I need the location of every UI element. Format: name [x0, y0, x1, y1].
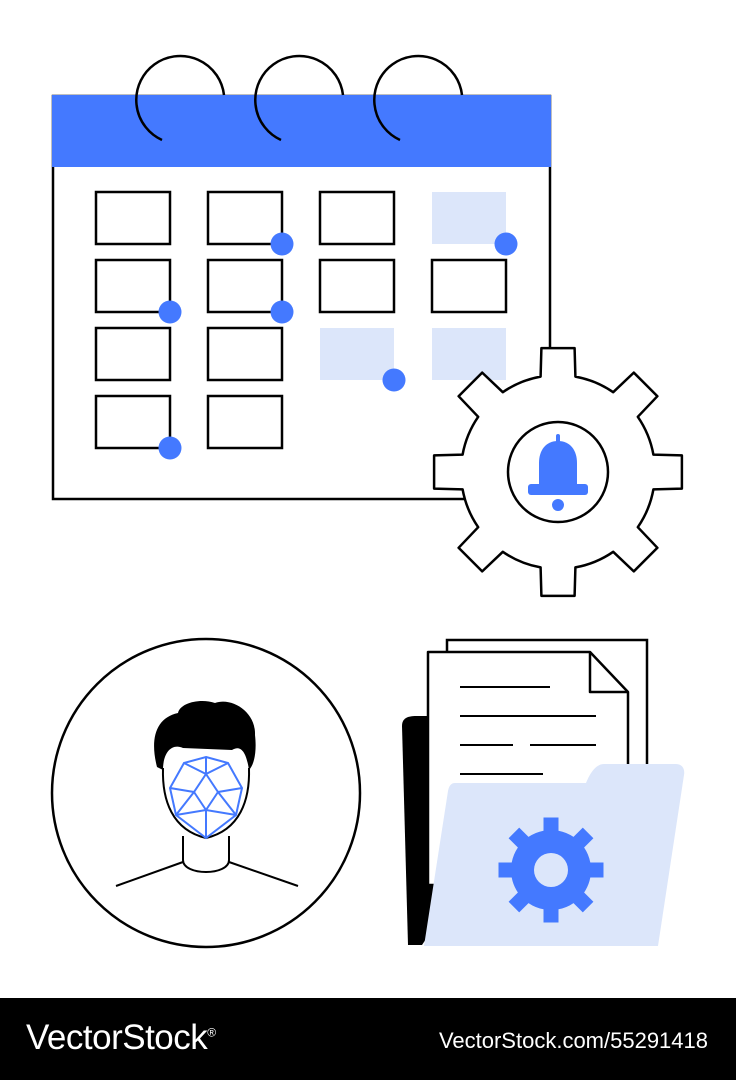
calendar-day-cell [430, 258, 508, 314]
calendar-grid [94, 190, 518, 460]
gear-icon [432, 346, 684, 598]
bell-icon [528, 434, 588, 511]
calendar-event-dot [158, 300, 182, 324]
calendar-day-cell [206, 326, 284, 382]
settings-gear-icon [498, 817, 604, 923]
calendar-day-cell [320, 328, 394, 380]
calendar-day-cell [432, 192, 506, 244]
calendar-day-cell [94, 326, 172, 382]
calendar-ring-3 [373, 54, 464, 142]
folder-icon [402, 638, 685, 946]
vectorstock-logo: VectorStock® [26, 1018, 216, 1058]
calendar-event-dot [158, 436, 182, 460]
calendar-day-cell [432, 328, 506, 380]
face-recognition-icon [50, 637, 362, 949]
calendar-day-cell [94, 394, 172, 450]
footer: VectorStock® VectorStock.com/55291418 [0, 998, 736, 1080]
hair [154, 701, 256, 770]
calendar-event-dot [270, 232, 294, 256]
calendar-day-cell [94, 258, 172, 314]
illustration [50, 54, 685, 949]
document-lines [460, 686, 596, 775]
calendar-event-dot [494, 232, 518, 256]
calendar-day-cell [206, 394, 284, 450]
calendar-ring-2 [254, 54, 345, 142]
calendar-day-cell [206, 258, 284, 314]
trademark: ® [207, 1025, 216, 1040]
face-mesh [168, 755, 244, 840]
image-id: VectorStock.com/55291418 [438, 1028, 708, 1053]
calendar-day-cell [94, 190, 172, 246]
calendar-event-dot [270, 300, 294, 324]
calendar-day-cell [206, 190, 284, 246]
brand-name: VectorStock [26, 1018, 208, 1057]
calendar-icon [51, 54, 552, 501]
calendar-day-cell [318, 190, 396, 246]
calendar-header [52, 95, 551, 167]
calendar-rings [135, 54, 464, 142]
calendar-ring-1 [135, 54, 226, 142]
calendar-day-cell [318, 258, 396, 314]
calendar-event-dot [382, 368, 406, 392]
